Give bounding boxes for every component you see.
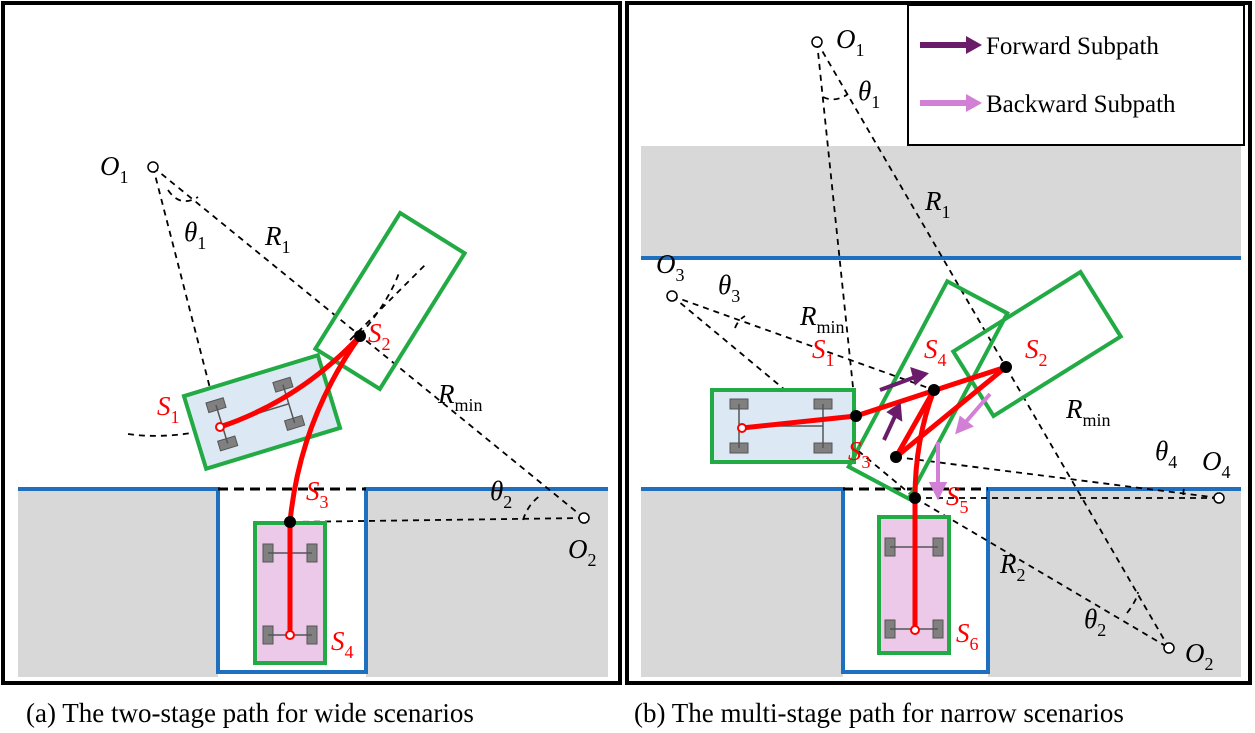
- label-theta2-a: θ2: [490, 476, 512, 512]
- label-o1-b: O1: [836, 24, 865, 60]
- center-o1-b: [811, 36, 823, 48]
- label-s1-a: S1: [157, 391, 180, 427]
- legend-forward-label: Forward Subpath: [986, 33, 1159, 60]
- label-s2-b: S2: [1025, 334, 1048, 370]
- path-points-a: [215, 330, 366, 640]
- obstacle-right: [366, 489, 608, 677]
- label-o2-a: O2: [568, 534, 597, 570]
- vehicle-start-b: [710, 388, 856, 464]
- label-r1-a: R1: [264, 221, 291, 257]
- path-a: [217, 333, 363, 638]
- label-s1-b: S1: [812, 334, 835, 370]
- legend-backward-label: Backward Subpath: [986, 91, 1176, 118]
- label-theta4-b: θ4: [1155, 436, 1177, 472]
- label-rmin-a-b: Rmin: [799, 301, 845, 337]
- label-s6-b: S6: [956, 618, 979, 654]
- label-s2-a: S2: [368, 318, 391, 354]
- label-o1-a: O1: [100, 151, 129, 187]
- label-theta1-a: θ1: [184, 217, 206, 253]
- parking-boundary-b: [641, 487, 1241, 674]
- obstacle-top: [641, 146, 1241, 258]
- vehicle-mid2-b: [950, 269, 1124, 419]
- label-s4-a: S4: [331, 626, 354, 662]
- label-theta2-b: θ2: [1084, 604, 1106, 640]
- obstacle-right-b: [988, 489, 1241, 677]
- label-o3-b: O3: [656, 249, 685, 285]
- legend: Forward Subpath Backward Subpath: [907, 4, 1245, 146]
- caption-a: (a) The two-stage path for wide scenario…: [26, 698, 474, 728]
- obstacle-left: [18, 489, 218, 677]
- label-s4-b: S4: [924, 334, 947, 370]
- panel-b-frame: [625, 1, 1252, 685]
- center-o3-b: [666, 290, 678, 302]
- label-theta1-b: θ1: [858, 76, 880, 112]
- label-s3-b: S3: [848, 436, 871, 472]
- label-r2-b: R2: [999, 549, 1026, 585]
- label-rmin-a: Rmin: [437, 379, 483, 415]
- label-r1-b: R1: [924, 186, 951, 222]
- vehicle-mid-a: [312, 210, 468, 392]
- caption-b: (b) The multi-stage path for narrow scen…: [634, 698, 1124, 728]
- panel-a: O1 θ1 R1 Rmin θ2 O2 S1 S2 S3 S4 (a) The …: [1, 1, 622, 728]
- forward-arrows: [879, 366, 929, 441]
- center-o2-a: [578, 512, 590, 524]
- label-o2-b: O2: [1185, 638, 1214, 674]
- path-points-b: [737, 361, 1012, 635]
- parking-boundary: [18, 487, 608, 674]
- panel-b: Forward Subpath Backward Subpath O1 θ1 R…: [625, 1, 1252, 728]
- center-o1-a: [147, 161, 159, 173]
- center-o2-b: [1163, 642, 1175, 654]
- label-o4-b: O4: [1202, 446, 1231, 482]
- label-s3-a: S3: [306, 476, 329, 512]
- center-o4-b: [1213, 492, 1225, 504]
- obstacle-left-b: [641, 489, 843, 677]
- label-rmin-b-b: Rmin: [1065, 394, 1111, 430]
- label-theta3-b: θ3: [718, 270, 740, 306]
- label-s5-b: S5: [946, 481, 969, 517]
- backward-arrows: [928, 392, 992, 501]
- panel-a-frame: [1, 1, 622, 685]
